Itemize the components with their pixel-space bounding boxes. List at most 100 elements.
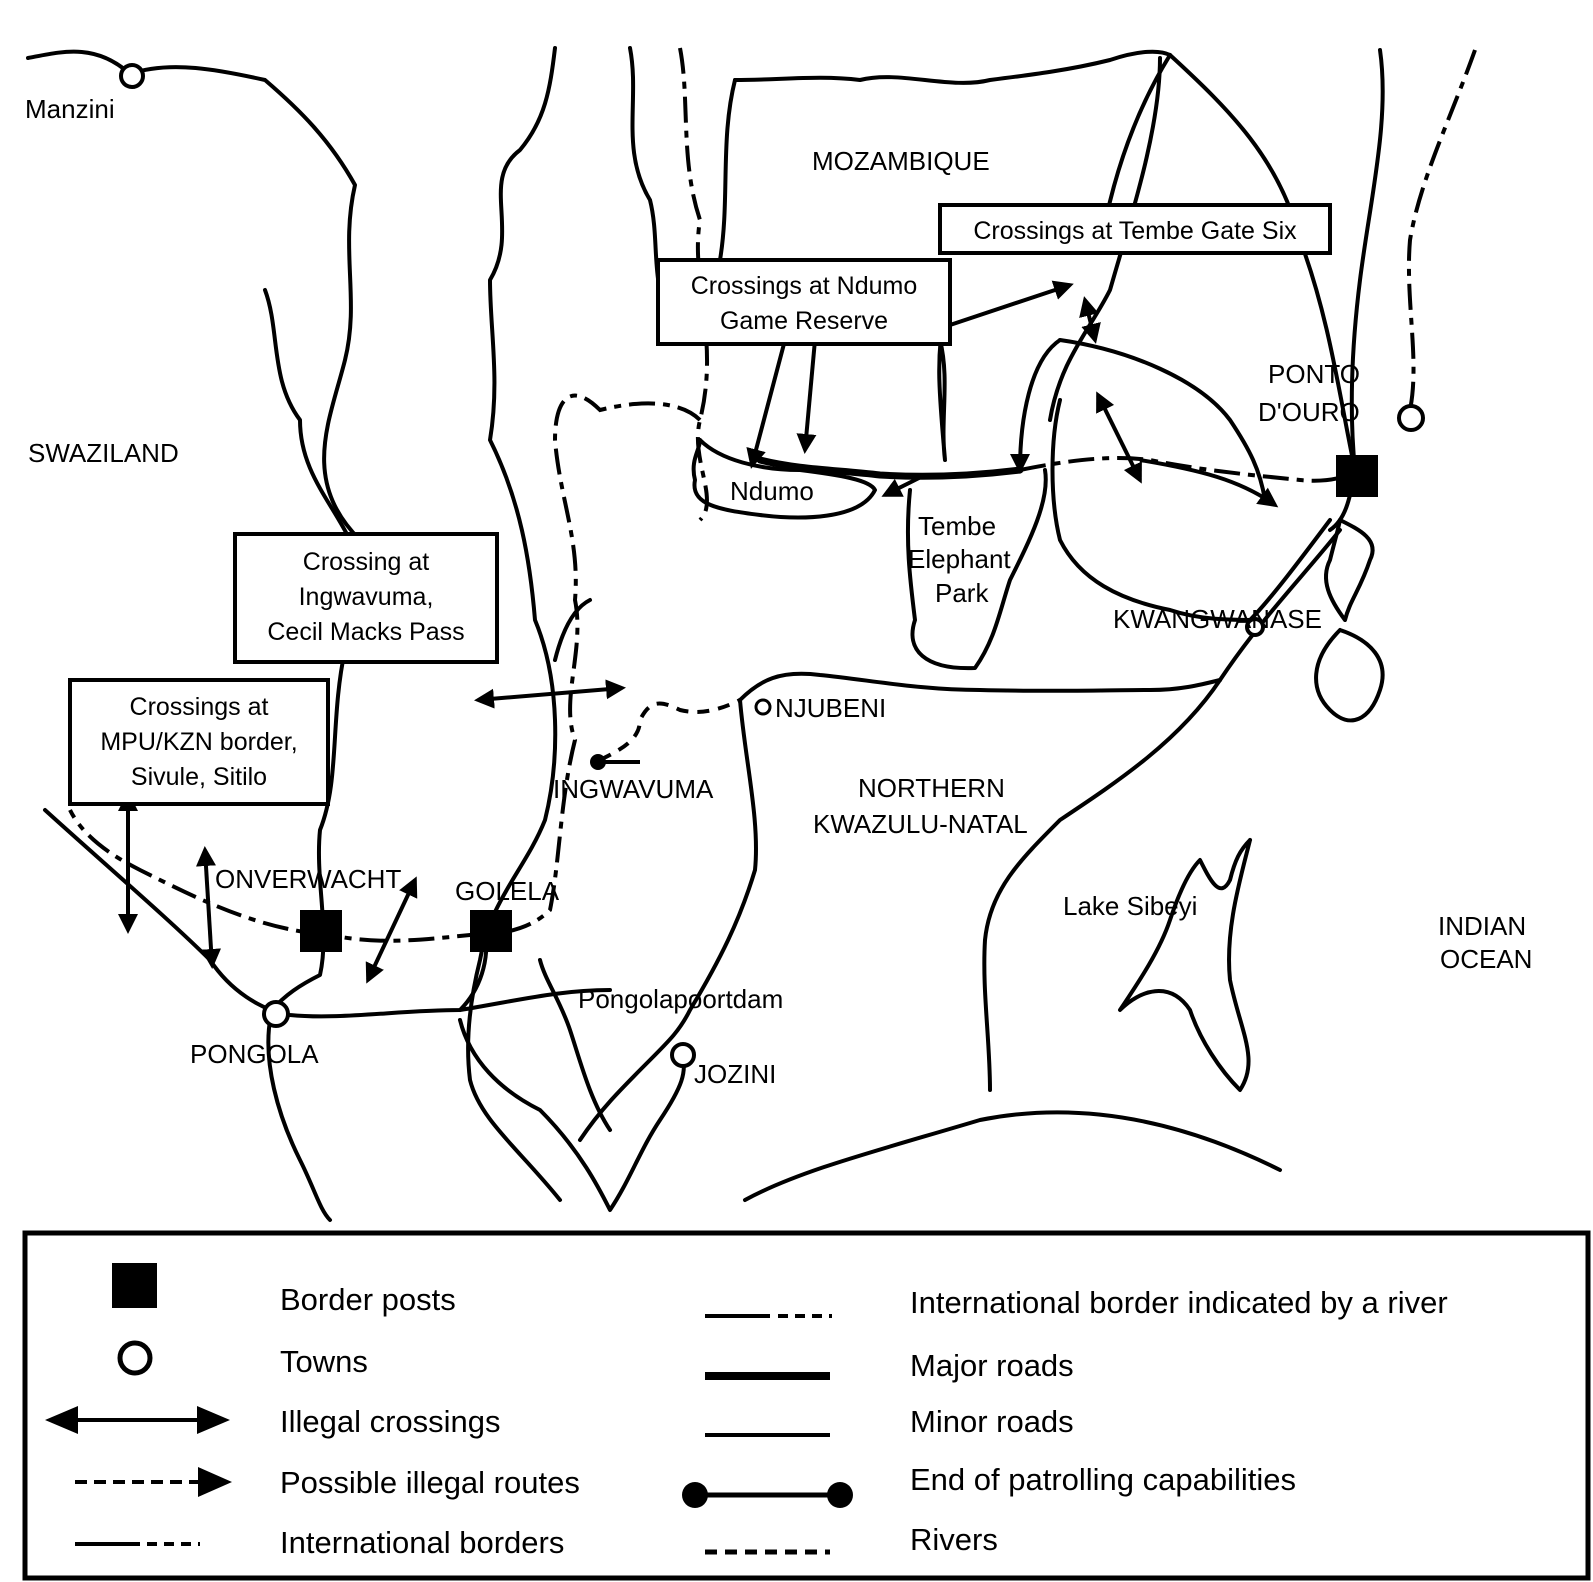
legend-label-border-posts: Border posts bbox=[280, 1282, 456, 1317]
legend: Border posts Towns Illegal crossings Pos… bbox=[22, 1230, 1591, 1581]
legend-symbol-patrol-end bbox=[682, 1482, 853, 1508]
label-golela: GOLELA bbox=[455, 876, 560, 906]
illegal-crossing-arrow bbox=[1096, 391, 1142, 484]
kosi-road bbox=[1050, 398, 1262, 622]
coast-road-2 bbox=[1248, 518, 1332, 622]
pongola-road bbox=[43, 808, 612, 1019]
jozini-road bbox=[578, 698, 759, 1142]
legend-symbol-illegal-crossing bbox=[45, 1406, 230, 1434]
possible-route-arrow bbox=[1010, 338, 1062, 474]
label-tembe-3: Park bbox=[935, 578, 989, 608]
label-pongolapoortdam: Pongolapoortdam bbox=[578, 984, 783, 1014]
road-west bbox=[263, 288, 352, 542]
label-jozini: JOZINI bbox=[694, 1059, 776, 1089]
label-tembe-2: Elephant bbox=[908, 544, 1011, 574]
callout-text: Sivule, Sitilo bbox=[131, 763, 267, 791]
pongola-south bbox=[266, 1008, 332, 1222]
callout-text: Crossings at Tembe Gate Six bbox=[973, 217, 1297, 245]
label-ponto: PONTO bbox=[1268, 359, 1360, 389]
tembe-park-edge bbox=[905, 468, 1048, 671]
northern-border-dashdot bbox=[1019, 456, 1356, 483]
possible-route-arrow bbox=[796, 339, 817, 454]
njubeni-road bbox=[738, 671, 1222, 702]
illegal-crossing-arrow bbox=[195, 846, 222, 969]
south-road bbox=[743, 1110, 1282, 1202]
callout-mpu-kzn: Crossings at MPU/KZN border, Sivule, Sit… bbox=[68, 678, 330, 806]
label-kwangwanase: KWANGWANASE bbox=[1113, 604, 1322, 634]
illegal-crossing-arrow bbox=[365, 876, 418, 984]
moz-road-2 bbox=[937, 308, 947, 462]
legend-symbol-town bbox=[117, 1340, 153, 1376]
town-kwangwanase bbox=[1245, 617, 1265, 637]
mozambique-north-road bbox=[733, 49, 1172, 85]
callout-text: Game Reserve bbox=[720, 307, 888, 335]
callout-tembe-gate: Crossings at Tembe Gate Six bbox=[938, 203, 1332, 255]
ingwavuma-border bbox=[68, 393, 702, 943]
ingwavuma-track bbox=[599, 698, 741, 762]
river-west bbox=[270, 648, 347, 1012]
possible-route-arrow bbox=[1139, 458, 1279, 508]
callout-text: MPU/KZN border, bbox=[100, 728, 297, 756]
callout-text: Crossing at bbox=[303, 548, 429, 576]
legend-label-towns: Towns bbox=[280, 1344, 368, 1379]
label-ocean: OCEAN bbox=[1440, 944, 1532, 974]
place-labels: Manzini MOZAMBIQUE SWAZILAND PONTO D'OUR… bbox=[25, 94, 1532, 1089]
label-ingwavuma: INGWAVUMA bbox=[553, 774, 714, 804]
legend-label-rivers: Rivers bbox=[910, 1522, 998, 1557]
coastal-lake-1 bbox=[1324, 518, 1375, 622]
town-pongola bbox=[262, 1000, 290, 1028]
callout-text: Crossings at Ndumo bbox=[691, 272, 917, 300]
possible-route-arrow bbox=[881, 473, 926, 497]
dam-inlet bbox=[538, 958, 612, 1132]
coastal-lake-2 bbox=[1314, 628, 1385, 723]
border-post-golela bbox=[470, 910, 512, 952]
town-manzini bbox=[119, 63, 145, 89]
legend-label-border-river: International border indicated by a rive… bbox=[910, 1285, 1448, 1320]
legend-symbol-border-post bbox=[112, 1263, 157, 1308]
legend-symbol-possible-route bbox=[75, 1467, 232, 1497]
kosi-road-2 bbox=[1058, 338, 1267, 502]
manzini-road bbox=[553, 598, 592, 662]
town-ponta bbox=[1397, 404, 1425, 432]
legend-label-international-borders: International borders bbox=[280, 1525, 564, 1560]
label-douro: D'OURO bbox=[1258, 397, 1360, 427]
callout-ndumo-reserve: Crossings at Ndumo Game Reserve bbox=[656, 258, 952, 346]
possible-route-arrow bbox=[949, 280, 1074, 327]
callout-box bbox=[656, 258, 952, 346]
moz-road-1 bbox=[718, 78, 737, 262]
crossing-arrows bbox=[118, 280, 1279, 984]
callout-box bbox=[68, 678, 330, 806]
towns bbox=[119, 63, 1425, 1068]
callout-text: Ingwavuma, bbox=[299, 583, 434, 611]
town-njubeni bbox=[754, 698, 772, 716]
moz-road-5 bbox=[1048, 56, 1162, 422]
ndumo-reserve-edge bbox=[691, 438, 877, 520]
pongolapoort-dam bbox=[458, 1018, 686, 1212]
lake-sibeyi bbox=[1118, 838, 1252, 1092]
possible-route-arrow bbox=[746, 339, 787, 469]
legend-label-possible-routes: Possible illegal routes bbox=[280, 1465, 580, 1500]
legend-label-illegal-crossings: Illegal crossings bbox=[280, 1404, 501, 1439]
label-indian: INDIAN bbox=[1438, 911, 1526, 941]
label-manzini: Manzini bbox=[25, 94, 115, 124]
callout-box bbox=[233, 532, 499, 664]
legend-label-patrol-end: End of patrolling capabilities bbox=[910, 1462, 1296, 1497]
label-njubeni: NJUBENI bbox=[775, 693, 886, 723]
legend-label-minor-roads: Minor roads bbox=[910, 1404, 1074, 1439]
label-pongola: PONGOLA bbox=[190, 1039, 319, 1069]
label-onverwacht: ONVERWACHT bbox=[215, 864, 401, 894]
callout-text: Crossings at bbox=[130, 693, 269, 721]
legend-frame bbox=[22, 1230, 1591, 1581]
border-post-ponta bbox=[1336, 455, 1378, 497]
label-tembe-1: Tembe bbox=[918, 511, 996, 541]
illegal-crossing-arrow bbox=[474, 679, 626, 709]
northern-border-road bbox=[756, 456, 1024, 480]
illegal-crossing-arrow bbox=[1079, 296, 1101, 344]
callout-text: Cecil Macks Pass bbox=[267, 618, 464, 646]
town-jozini bbox=[670, 1042, 696, 1068]
legend-label-major-roads: Major roads bbox=[910, 1348, 1074, 1383]
label-mozambique: MOZAMBIQUE bbox=[812, 146, 990, 176]
label-lake-sibeyi: Lake Sibeyi bbox=[1063, 891, 1197, 921]
border-post-onverwacht bbox=[300, 910, 342, 952]
